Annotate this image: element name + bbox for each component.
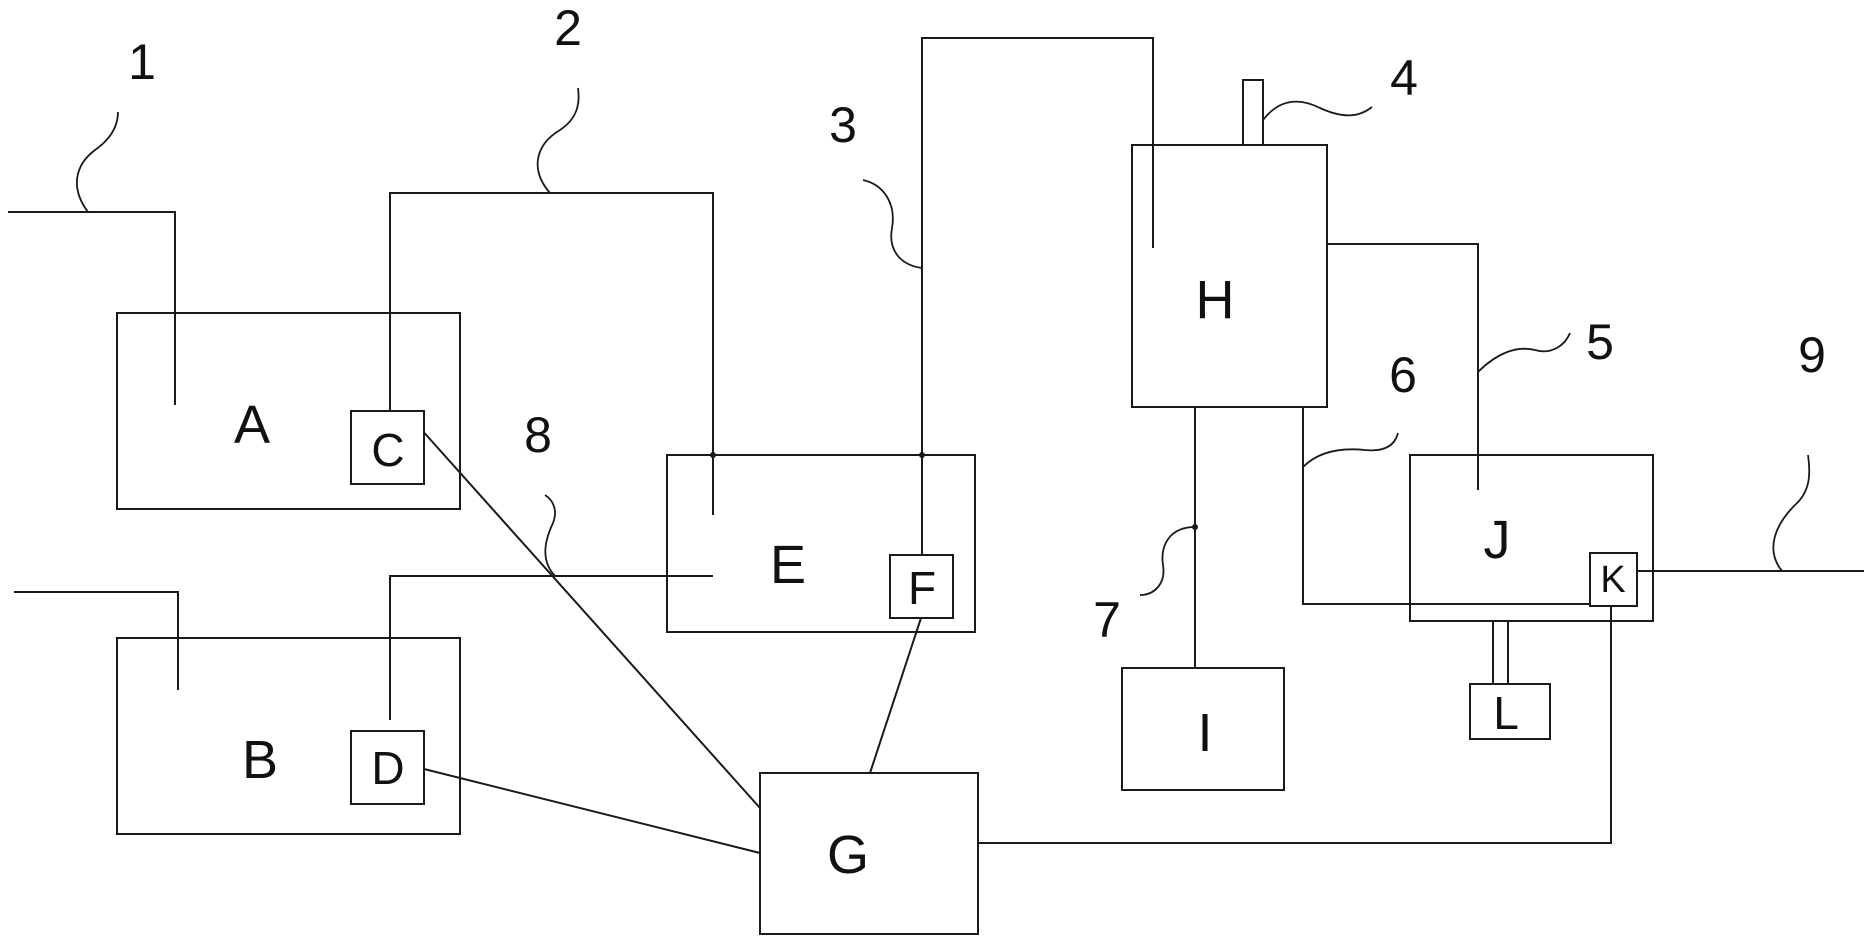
block-g: [759, 772, 979, 935]
block-l: [1469, 683, 1551, 740]
leader-6: [1302, 432, 1399, 468]
leader-8: [544, 494, 556, 577]
block-i: [1121, 667, 1285, 791]
callout-5: 5: [1586, 314, 1614, 370]
label-g: G: [827, 825, 869, 885]
leader-3: [862, 179, 923, 269]
label-d: D: [371, 742, 404, 794]
block-c: [350, 410, 425, 485]
label-c: C: [371, 424, 404, 476]
signal-d-g: [419, 767, 761, 854]
label-e: E: [770, 535, 806, 595]
callout-3: 3: [829, 97, 857, 153]
label-k: K: [1600, 559, 1625, 601]
block-f: [889, 554, 954, 619]
label-j: J: [1484, 510, 1511, 570]
label-b: B: [242, 730, 278, 790]
leader-9: [1772, 454, 1811, 572]
callout-2: 2: [554, 0, 582, 56]
block-e: [666, 454, 976, 633]
callout-1: 1: [128, 34, 156, 90]
label-h: H: [1196, 270, 1235, 330]
block-j: [1409, 454, 1654, 622]
callout-4: 4: [1390, 50, 1418, 106]
leader-2: [536, 87, 580, 194]
signal-f-g: [869, 614, 923, 774]
callout-6: 6: [1389, 347, 1417, 403]
line-2: [389, 192, 714, 515]
label-i: I: [1197, 703, 1212, 763]
leader-7: [1139, 526, 1196, 596]
block-d: [350, 730, 425, 805]
callout-7: 7: [1093, 592, 1121, 648]
label-a: A: [234, 395, 270, 455]
label-l: L: [1493, 687, 1519, 739]
callout-8: 8: [524, 407, 552, 463]
block-h: [1131, 144, 1328, 408]
line-5: [1327, 243, 1479, 490]
label-f: F: [908, 562, 936, 614]
signal-k-g: [978, 606, 1612, 844]
line-3: [921, 37, 1154, 555]
block-k: [1589, 552, 1638, 607]
callout-9: 9: [1798, 327, 1826, 383]
leader-5: [1477, 332, 1571, 373]
leader-4: [1262, 100, 1373, 121]
signal-c-g: [419, 427, 761, 809]
element-4: [1242, 79, 1264, 146]
leader-1: [76, 111, 119, 213]
block-b: [116, 637, 461, 835]
line-8: [389, 575, 713, 720]
block-a: [116, 312, 461, 510]
